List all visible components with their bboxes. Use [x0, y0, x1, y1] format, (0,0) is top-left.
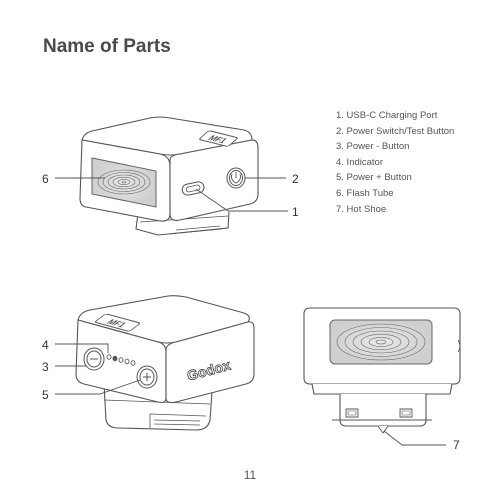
callout-3: 3	[42, 360, 49, 374]
parts-list-item: 6. Flash Tube	[336, 187, 394, 199]
parts-list: 1. USB-C Charging Port 2. Power Switch/T…	[336, 108, 454, 217]
parts-list-item: 5. Power + Button	[336, 172, 412, 184]
callout-5: 5	[42, 388, 49, 402]
hot-shoe-slot	[175, 225, 223, 234]
power-minus-button	[83, 347, 105, 371]
parts-list-item: 2. Power Switch/Test Button	[336, 125, 455, 137]
callout-6: 6	[42, 172, 49, 186]
page-title: Name of Parts	[43, 36, 171, 57]
svg-text:MF1: MF1	[104, 318, 128, 329]
parts-list-item: 1. USB-C Charging Port	[336, 110, 438, 121]
flash-tube	[91, 157, 157, 208]
flash-tube	[329, 319, 433, 365]
hot-shoe-slot	[153, 419, 201, 426]
callout-1: 1	[292, 205, 299, 219]
parts-list-item: 3. Power - Button	[336, 141, 410, 153]
callout-4: 4	[42, 338, 49, 352]
usb-c-port	[181, 181, 205, 196]
parts-list-item: 7. Hot Shoe	[336, 203, 387, 215]
svg-text:MF1: MF1	[206, 134, 230, 145]
indicator	[106, 354, 136, 366]
callout-7: 7	[453, 438, 460, 452]
model-logo: MF1	[199, 130, 238, 147]
callout-2: 2	[292, 172, 299, 186]
power-switch-button	[226, 167, 246, 189]
page-number: 11	[243, 468, 257, 482]
parts-list-item: 4. Indicator	[336, 156, 383, 168]
model-logo: MF1	[95, 313, 141, 332]
power-plus-button	[136, 365, 158, 389]
